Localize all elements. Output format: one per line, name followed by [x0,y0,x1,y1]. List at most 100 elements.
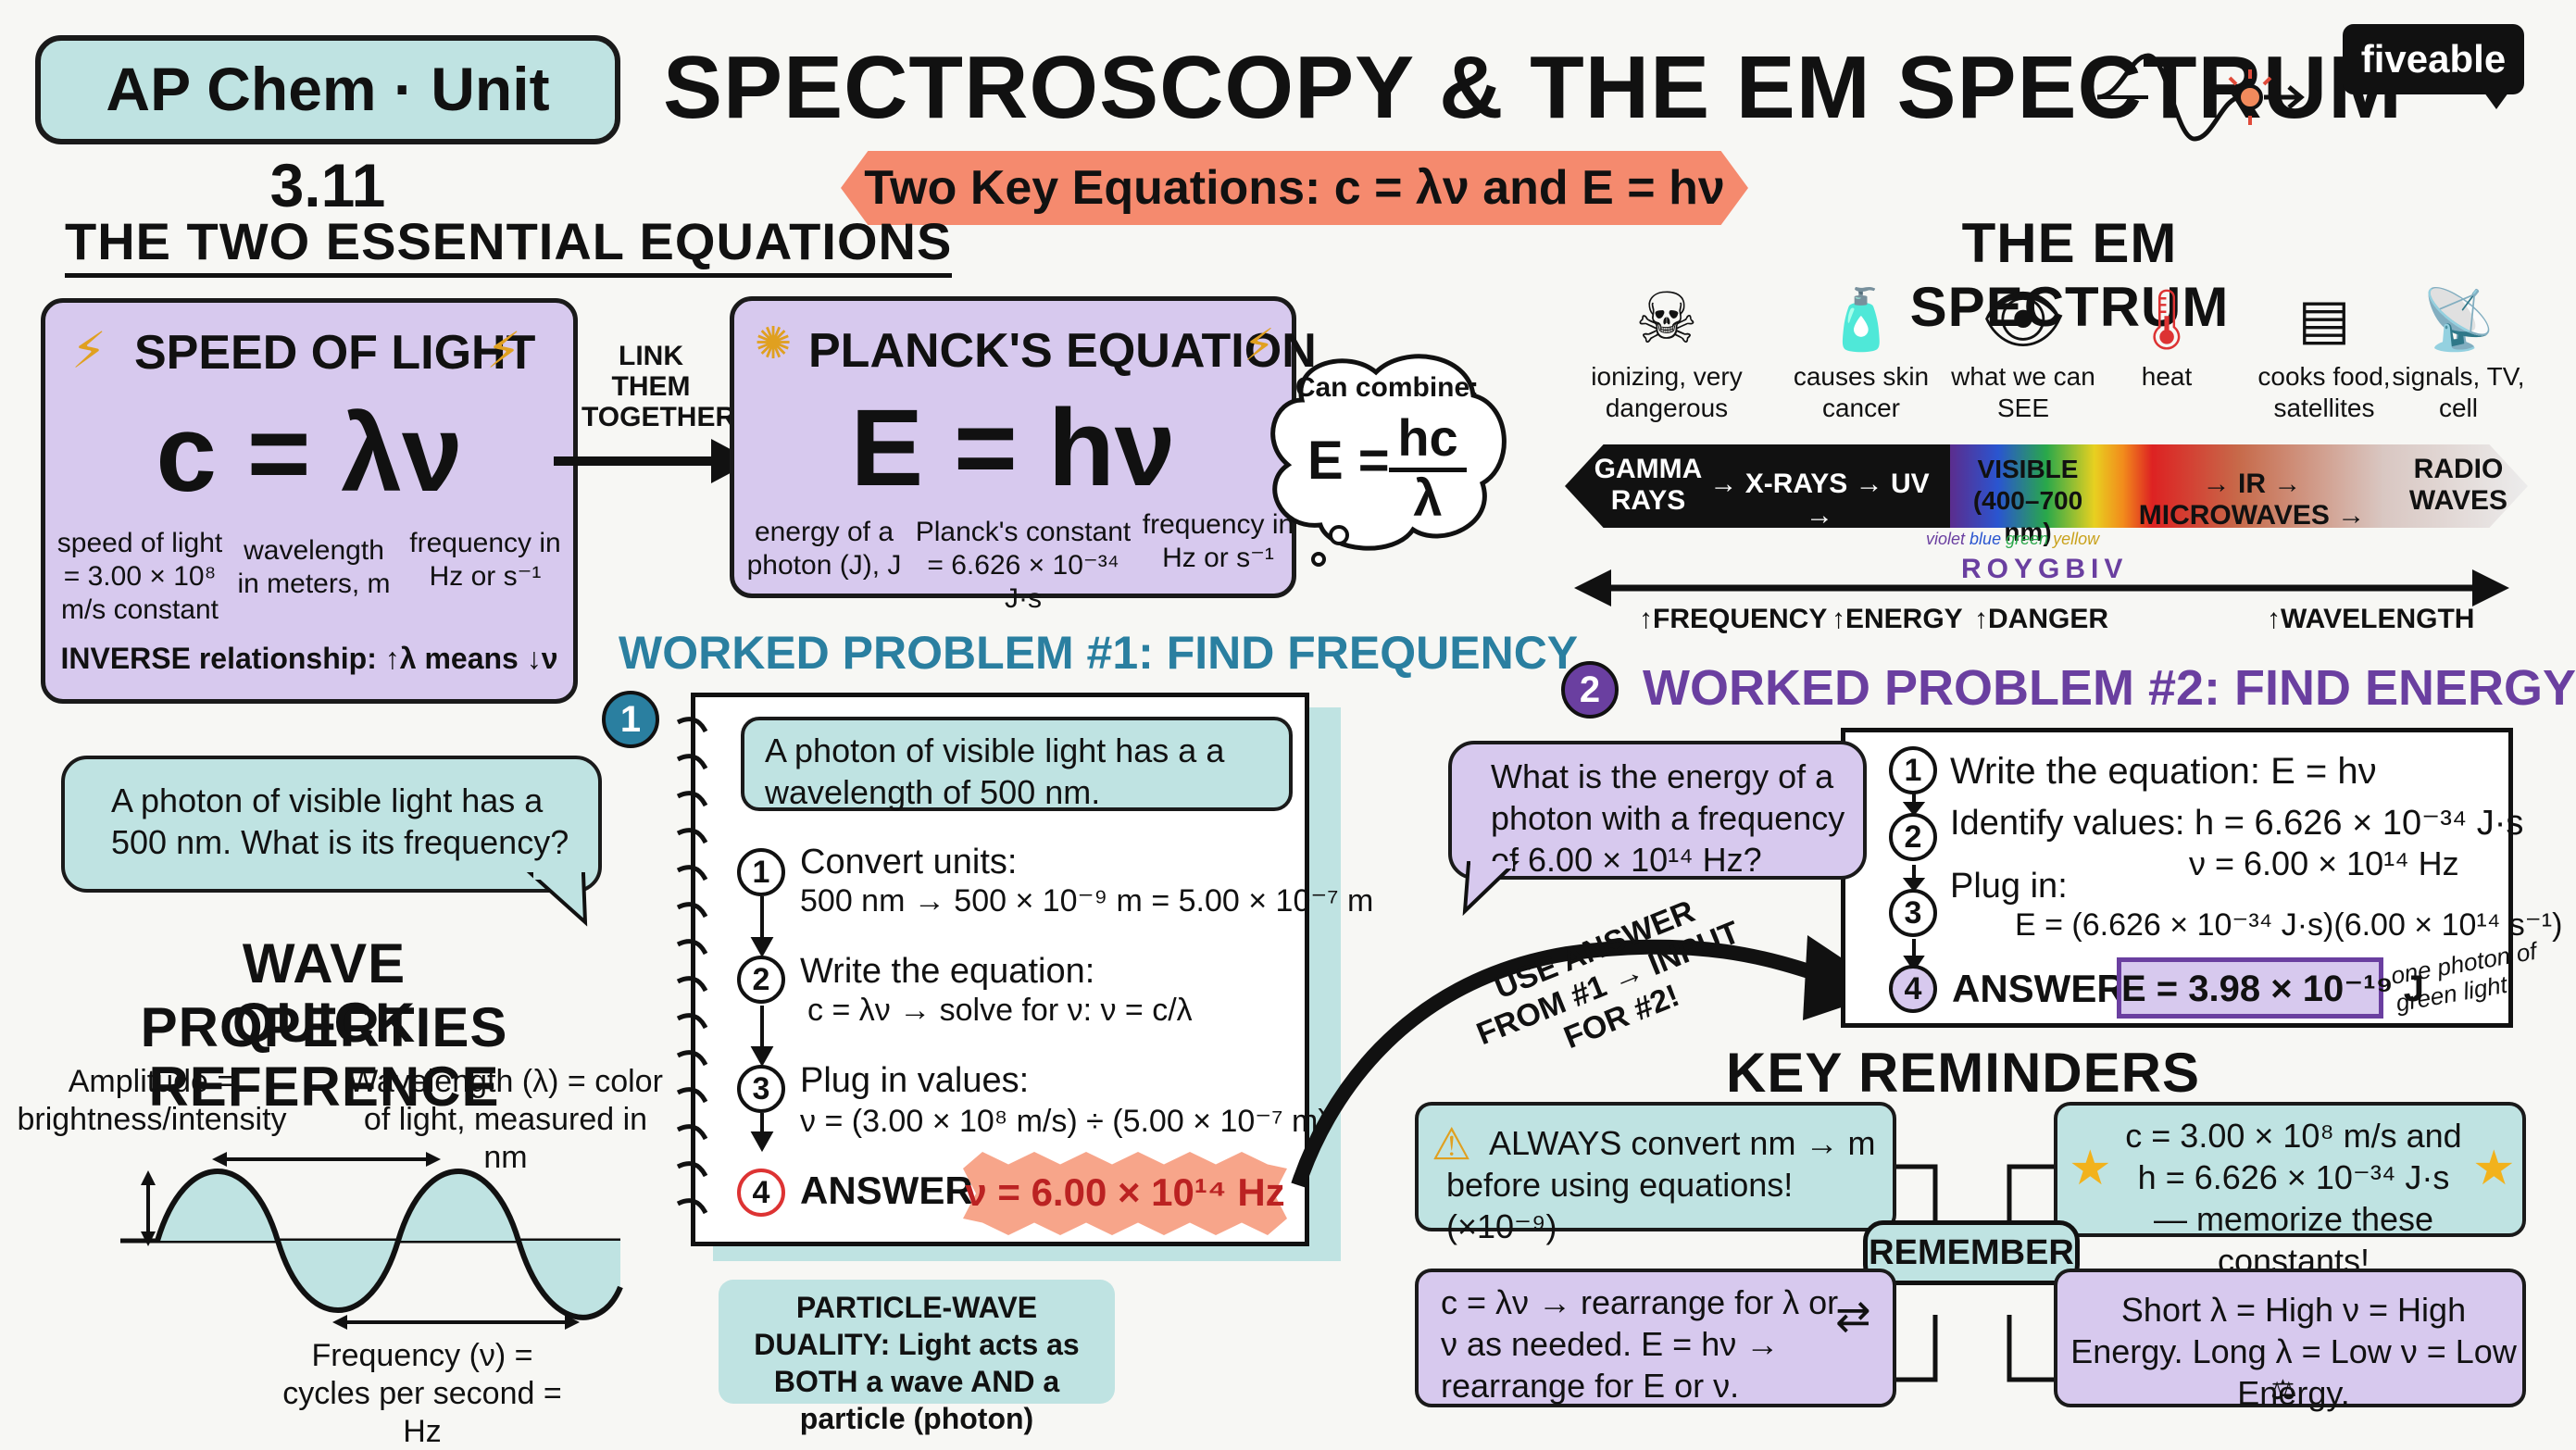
duality-text: PARTICLE-WAVE DUALITY: Light acts as BOT… [754,1291,1080,1435]
p2-step3-text2: E = (6.626 × 10⁻³⁴ J·s)(6.00 × 10¹⁴ s⁻¹) [2015,907,2563,943]
amplitude-label: Amplitude = brightness/intensity [17,1064,287,1137]
p2-step2-text2: ν = 6.00 × 10¹⁴ Hz [2189,844,2459,882]
unit-badge: AP Chem · Unit 3.11 [35,35,620,219]
icon-label-uv: causes skin cancer [1793,362,1930,422]
reminder-tradeoff-box: Short λ = High ν = High Energy. Long λ =… [2054,1269,2526,1412]
label-planck-constant: Planck's constant = 6.626 × 10⁻³⁴ J·s [915,517,1132,614]
problem1-question-text: A photon of visible light has a 500 nm. … [111,781,569,861]
spectrum-direction-arrow [1574,569,2509,606]
step2-circle: 2 [737,956,785,1004]
waves-heading-line2: QUICK REFERENCE [148,992,500,1118]
step3-title: Plug in values: [800,1061,1030,1100]
green-label: green [2006,530,2049,548]
icon-label-microwave: cooks food, satellites [2257,362,2391,422]
notebook-spiral [676,717,708,1215]
p2-step-arrows [1902,793,1926,972]
link-note: LINK THEM TOGETHER [581,341,736,432]
reminders-heading: KEY REMINDERS [1726,1042,2200,1104]
reminder-tradeoff-text: Short λ = High ν = High Energy. Long λ =… [2070,1291,2517,1412]
microwave-icon: ▤ [2297,288,2351,350]
antenna-icon: 📡 [2421,286,2495,353]
answer2-box: E = 3.98 × 10⁻¹⁹ J [2117,957,2424,1019]
label-energy: energy of a photon (J), J [746,517,902,581]
reminder-convert-text: ALWAYS convert nm → m before using equat… [1446,1124,1876,1245]
problem2-heading: WORKED PROBLEM #2: FIND ENERGY [1643,660,2576,716]
p2-step1-text: Write the equation: E = hν [1950,751,2377,792]
icon-label-radio: signals, TV, cell [2392,362,2525,422]
yellow-label: yellow [2053,530,2100,548]
arrow-label-wavelength: ↑WAVELENGTH [2267,604,2475,634]
cloud-equation-lhs: E = [1307,431,1390,491]
problem1-number: 1 [619,699,642,740]
label-speed-of-light: speed of light = 3.00 × 10⁸ m/s constant [56,528,223,625]
subtitle-banner: Two Key Equations: c = λν and E = hν [841,151,1748,225]
step4-circle: 4 [737,1169,785,1217]
seesaw-icon: ⚖ [2270,1375,2295,1406]
arrow-label-energy: ↑ENERGY [1832,604,1963,634]
planck-equation: E = hν [850,387,1176,509]
step-arrows [750,896,774,1153]
problem1-question-bubble: A photon of visible light has a 500 nm. … [61,756,602,893]
planck-title: PLANCK'S EQUATION [808,324,1317,378]
label-radio-waves: RADIO WAVES [2408,454,2508,516]
problem1-given-box: A photon of visible light has a a wavele… [741,717,1293,811]
arrow-label-danger: ↑DANGER [1974,604,2109,634]
icon-eye-group: 👁 what we can SEE [1931,278,2116,423]
icon-label-visible: what we can SEE [1951,362,2095,422]
roygbiv-label: ROYGBIV [1961,554,2129,584]
cloud-numerator: hc [1389,407,1467,472]
duality-box: PARTICLE-WAVE DUALITY: Light acts as BOT… [719,1280,1115,1435]
icon-antenna-group: 📡 signals, TV, cell [2389,278,2528,423]
problem2-question-text: What is the energy of a photon with a fr… [1491,757,1845,879]
waves-heading-line1: WAVE PROPERTIES [140,932,508,1058]
lightning-icon: ⚡ [1244,321,1275,370]
problem2-question-bubble: What is the energy of a photon with a fr… [1448,741,1867,880]
problem2-number-badge: 2 [1561,661,1619,719]
swap-icon: ⇄ [1835,1292,1871,1340]
label-ir-microwaves: → IR → MICROWAVES → [2138,469,2366,531]
problem1-heading: WORKED PROBLEM #1: FIND FREQUENCY [619,627,1579,679]
speed-equation: c = λν [156,393,463,515]
thought-cloud [1270,354,1507,551]
violet-label: violet [1926,530,1966,548]
spectrum-bar [1565,444,2528,528]
label-gamma-rays: GAMMA RAYS [1594,454,1703,516]
speed-title: SPEED OF LIGHT [134,326,536,380]
thermometer-icon: 🌡 [2129,286,2205,353]
p2-step4-title: ANSWER: [1952,967,2138,1010]
cloud-label: Can combine: [1294,372,1480,403]
cloud-denominator: λ [1413,469,1443,527]
reminder-connectors [1880,1164,2065,1382]
warning-icon: ⚠ [1432,1120,1472,1169]
label-frequency-planck: frequency in Hz or s⁻¹ [1142,509,1294,573]
unit-badge-text: AP Chem · Unit 3.11 [106,55,550,219]
lightning-icon: ⚡ [71,323,106,379]
reminder-convert-box: ⚠ ALWAYS convert nm → m before using equ… [1415,1102,1896,1245]
step1-title: Convert units: [800,843,1018,881]
label-visible: VISIBLE (400–700 nm) [1972,455,2083,546]
step3-detail: ν = (3.00 × 10⁸ m/s) ÷ (5.00 × 10⁻⁷ m) [800,1104,1329,1139]
star-icon: ★ [2472,1142,2516,1195]
problem1-given-text: A photon of visible light has a a wavele… [765,731,1225,811]
bubble-tail-2 [1462,861,1519,917]
brand-logo-tail [2482,89,2511,109]
icon-microwave-group: ▤ cooks food, satellites [2232,278,2417,423]
step2-detail: c = λν → solve for ν: ν = c/λ [807,993,1193,1028]
answer1-burst [963,1152,1287,1235]
planck-card: ✺ PLANCK'S EQUATION ⚡ E = hν energy of a… [730,296,1317,614]
reminder-constants-box: ★ c = 3.00 × 10⁸ m/s and h = 6.626 × 10⁻… [2054,1102,2526,1280]
icon-thermometer-group: 🌡 heat [2093,278,2241,393]
label-xray-uv: → X-RAYS → UV → [1709,469,1930,531]
sparkle-icon: ✺ [755,319,793,369]
reminder-rearrange-text: c = λν → rearrange for λ or ν as needed.… [1441,1283,1839,1405]
icon-label-ir: heat [2141,362,2193,391]
step4-title: ANSWER: [800,1169,986,1212]
roygbiv-small-labels: violet blue green yellow [1926,530,2099,549]
wave-diagram [120,1152,623,1330]
brand-logo[interactable]: fiveable [2343,24,2524,109]
sunscreen-icon: 🧴 [1824,286,1898,353]
star-icon: ★ [2069,1142,2112,1195]
p2-step1-circle: 1 [1889,746,1937,794]
p2-step3-circle: 3 [1889,889,1937,937]
p2-step3-text: Plug in: [1950,867,2068,906]
